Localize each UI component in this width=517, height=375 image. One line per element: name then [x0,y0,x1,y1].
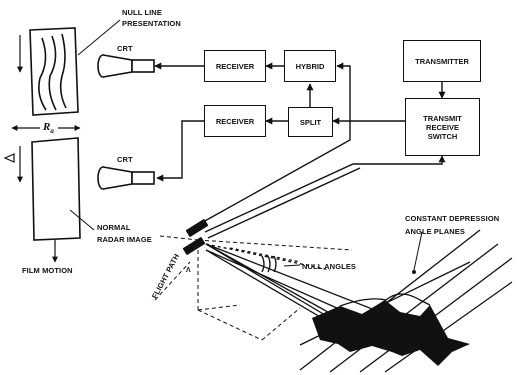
crt-bottom [97,166,155,190]
antenna-to-hybrid-arrow [202,62,351,223]
switch-line-1: TRANSMIT [423,113,462,123]
antenna-switch-link [204,155,446,233]
null-line-film-strip [29,27,79,116]
receiver-top-block: RECEIVER [204,50,266,82]
receiver-to-crt-bottom-arrow [156,120,204,182]
pivot-mark: Λ [186,267,191,274]
null-angles-label: NULL ANGLES [302,262,357,271]
crt-bottom-label: CRT [117,155,133,164]
flight-geometry [154,235,353,341]
transmit-receive-switch-block: TRANSMIT RECEIVE SWITCH [405,98,480,156]
crt-top [97,54,155,78]
normal-image-leader [69,209,95,231]
null-line-leader [77,19,121,56]
receiver-bottom-block: RECEIVER [204,105,266,137]
planes-leader-dot [412,270,416,274]
film-motion-label: FILM MOTION [22,266,73,275]
transmitter-block: TRANSMITTER [403,40,481,82]
planes-label-1: CONSTANT DEPRESSION [405,214,500,223]
null-line-label-1: NULL LINE [122,8,162,17]
range-label: Ra [43,121,54,136]
antenna-pair [182,219,209,255]
hybrid-block: HYBRID [284,50,336,82]
null-line-label-2: PRESENTATION [122,19,181,28]
switch-line-2: RECEIVE [426,122,459,132]
antenna-feed-line [207,167,361,239]
normal-radar-label-2: RADAR IMAGE [97,235,152,244]
terrain-surface [312,293,470,366]
crt-top-label: CRT [117,44,133,53]
null-angle-arcs [261,255,277,273]
null-angles-leader [283,264,301,267]
normal-radar-film-strip [3,137,81,241]
planes-label-2: ANGLE PLANES [405,227,465,236]
planes-leader [413,231,423,271]
split-block: SPLIT [288,107,333,137]
normal-radar-label-1: NORMAL [97,223,131,232]
switch-line-3: SWITCH [427,131,458,141]
depression-angle-planes [299,229,513,373]
